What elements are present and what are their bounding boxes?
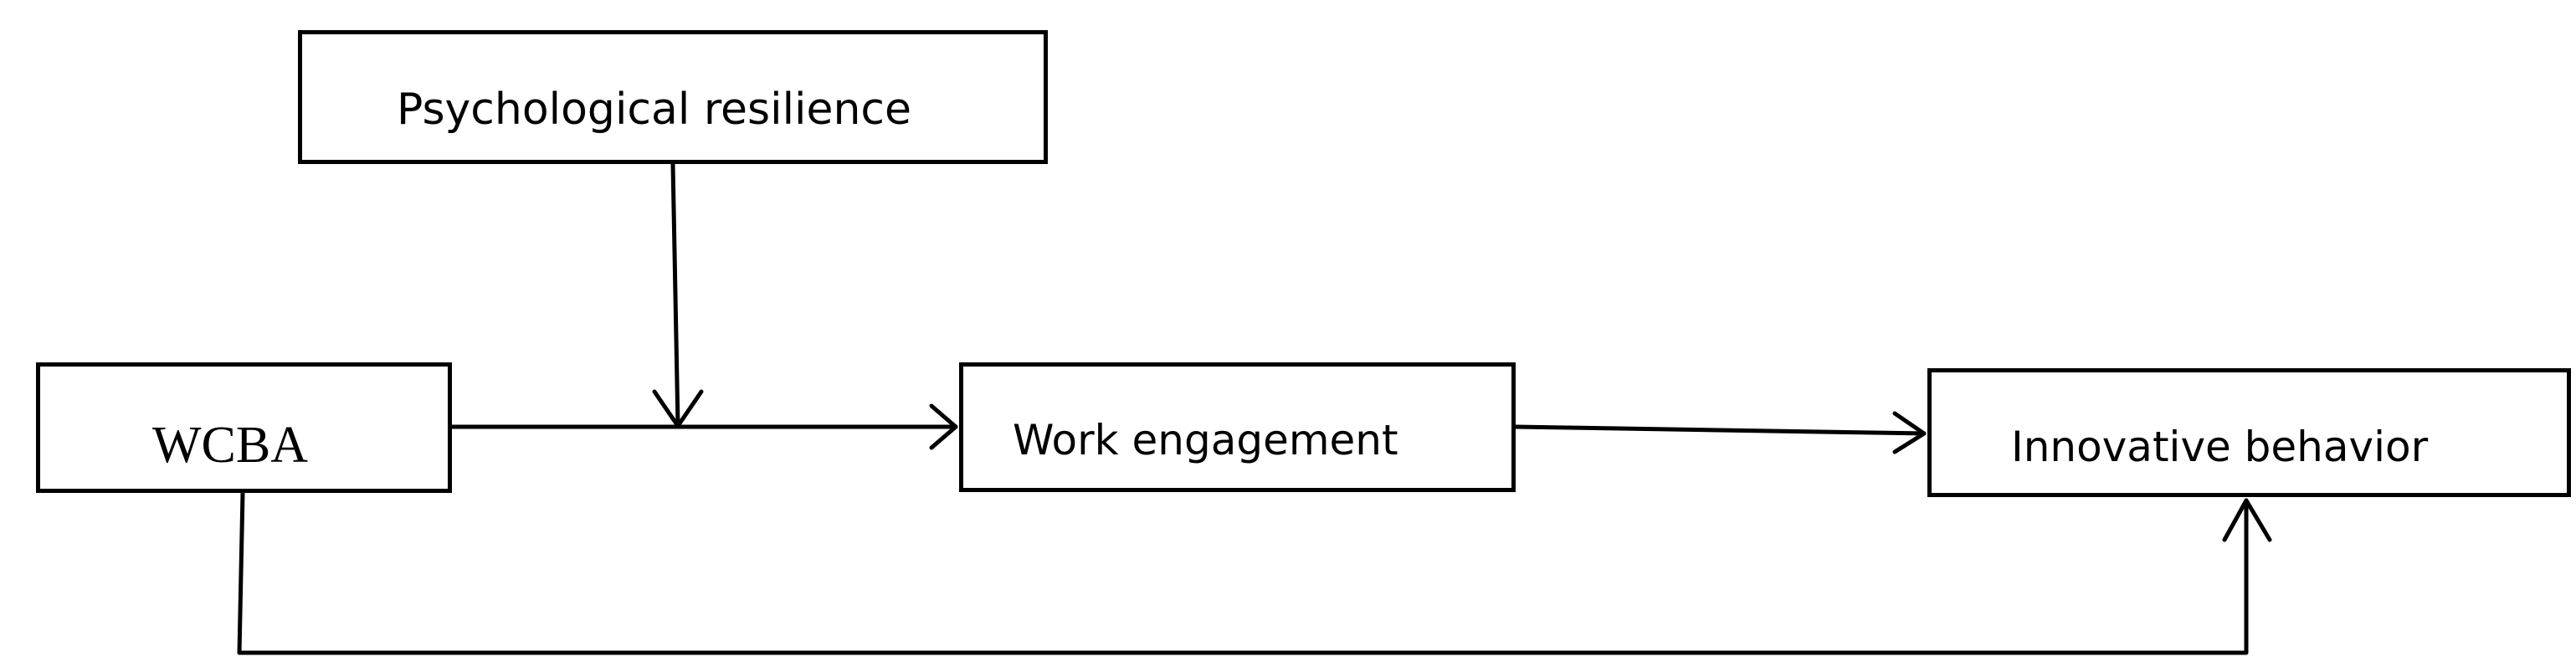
node-label-wcba: WCBA (152, 417, 308, 474)
arrowhead-moderation (652, 389, 704, 428)
node-psychological-resilience: Psychological resilience (298, 30, 1048, 164)
node-label-work-engagement: Work engagement (1013, 416, 1398, 464)
arrowhead-innovative-behavior (1892, 411, 1927, 454)
node-innovative-behavior: Innovative behavior (1927, 368, 2571, 497)
node-wcba: WCBA (36, 362, 452, 493)
edge-work-engagement-to-innovative-behavior (1513, 424, 1927, 436)
edge-wcba-to-innovative-behavior (237, 490, 2249, 655)
node-label-psychological-resilience: Psychological resilience (397, 85, 912, 135)
arrowhead-work-engagement (929, 403, 958, 450)
arrowhead-innovative-behavior-bottom (2222, 498, 2272, 542)
node-label-innovative-behavior: Innovative behavior (2011, 423, 2429, 471)
node-work-engagement: Work engagement (959, 362, 1516, 492)
edge-resilience-to-path (670, 162, 680, 428)
